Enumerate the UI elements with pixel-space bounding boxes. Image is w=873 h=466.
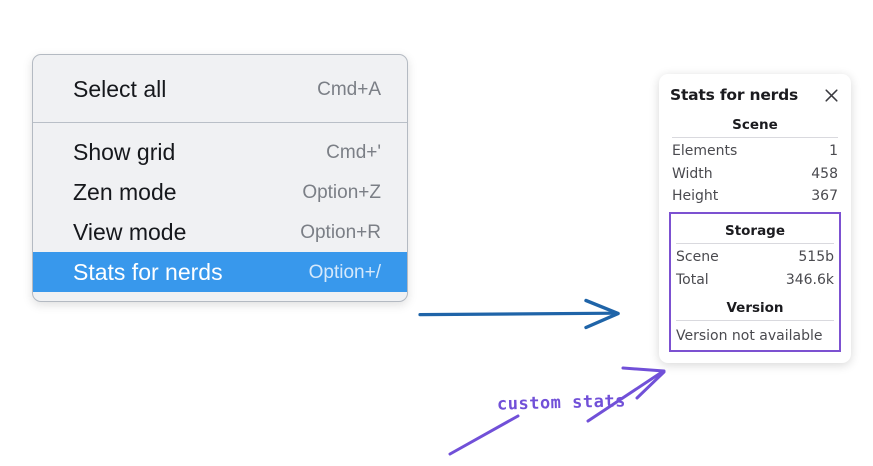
stats-for-nerds-panel[interactable]: Stats for nerds Scene Elements 1 Width 4… — [659, 74, 851, 364]
stats-row-value: 458 — [811, 165, 838, 182]
divider — [676, 320, 834, 322]
menu-item-shortcut: Option+/ — [308, 261, 381, 283]
menu-item-shortcut: Cmd+A — [317, 78, 381, 100]
menu-item-label: Zen mode — [73, 178, 177, 205]
stats-panel-header: Stats for nerds — [670, 86, 840, 108]
context-menu-section-1: Select all Cmd+A — [33, 55, 407, 122]
menu-item-shortcut: Option+Z — [302, 181, 381, 203]
context-menu-section-2: Show grid Cmd+' Zen mode Option+Z View m… — [33, 122, 407, 301]
stats-section-title-version: Version — [726, 300, 784, 317]
stats-row-value: 515b — [798, 249, 834, 266]
stats-row-storage-scene: Scene 515b — [674, 246, 836, 269]
stats-section-title-scene: Scene — [732, 117, 778, 133]
menu-item-shortcut: Cmd+' — [326, 141, 381, 163]
menu-item-label: View mode — [73, 218, 187, 245]
stats-row-elements: Elements 1 — [670, 140, 840, 163]
stats-row-value: 346.6k — [785, 271, 834, 288]
stats-row-width: Width 458 — [670, 163, 840, 186]
divider — [676, 243, 834, 245]
stats-panel-title: Stats for nerds — [670, 86, 799, 104]
menu-item-label: Stats for nerds — [73, 258, 223, 285]
stats-row-height: Height 367 — [670, 185, 840, 208]
divider — [672, 137, 838, 138]
menu-item-view-mode[interactable]: View mode Option+R — [33, 212, 407, 252]
stats-row-key: Total — [676, 271, 709, 288]
menu-item-select-all[interactable]: Select all Cmd+A — [33, 69, 407, 109]
stats-row-key: Elements — [672, 143, 738, 159]
stats-row-value: 1 — [829, 143, 838, 159]
menu-item-label: Select all — [73, 75, 167, 102]
menu-item-zen-mode[interactable]: Zen mode Option+Z — [33, 172, 407, 212]
stats-row-key: Height — [672, 188, 719, 205]
context-menu[interactable]: Select all Cmd+A Show grid Cmd+' Zen mod… — [32, 54, 408, 302]
stats-version-text: Version not available — [676, 328, 823, 345]
menu-item-show-grid[interactable]: Show grid Cmd+' — [33, 132, 407, 172]
custom-stats-highlight-box: Storage Scene 515b Total 346.6k Version … — [669, 212, 841, 353]
menu-item-label: Show grid — [73, 138, 176, 165]
stats-row-storage-total: Total 346.6k — [674, 269, 836, 292]
stats-section-title-storage: Storage — [724, 223, 786, 240]
menu-item-shortcut: Option+R — [300, 221, 381, 243]
close-icon[interactable] — [823, 87, 840, 104]
stats-row-key: Width — [672, 165, 713, 182]
arrow-right-icon — [418, 296, 630, 332]
stats-row-key: Scene — [676, 249, 719, 266]
custom-stats-annotation-label: custom stats — [496, 391, 627, 415]
stats-row-value: 367 — [811, 188, 838, 205]
menu-item-stats-for-nerds[interactable]: Stats for nerds Option+/ — [33, 252, 407, 292]
